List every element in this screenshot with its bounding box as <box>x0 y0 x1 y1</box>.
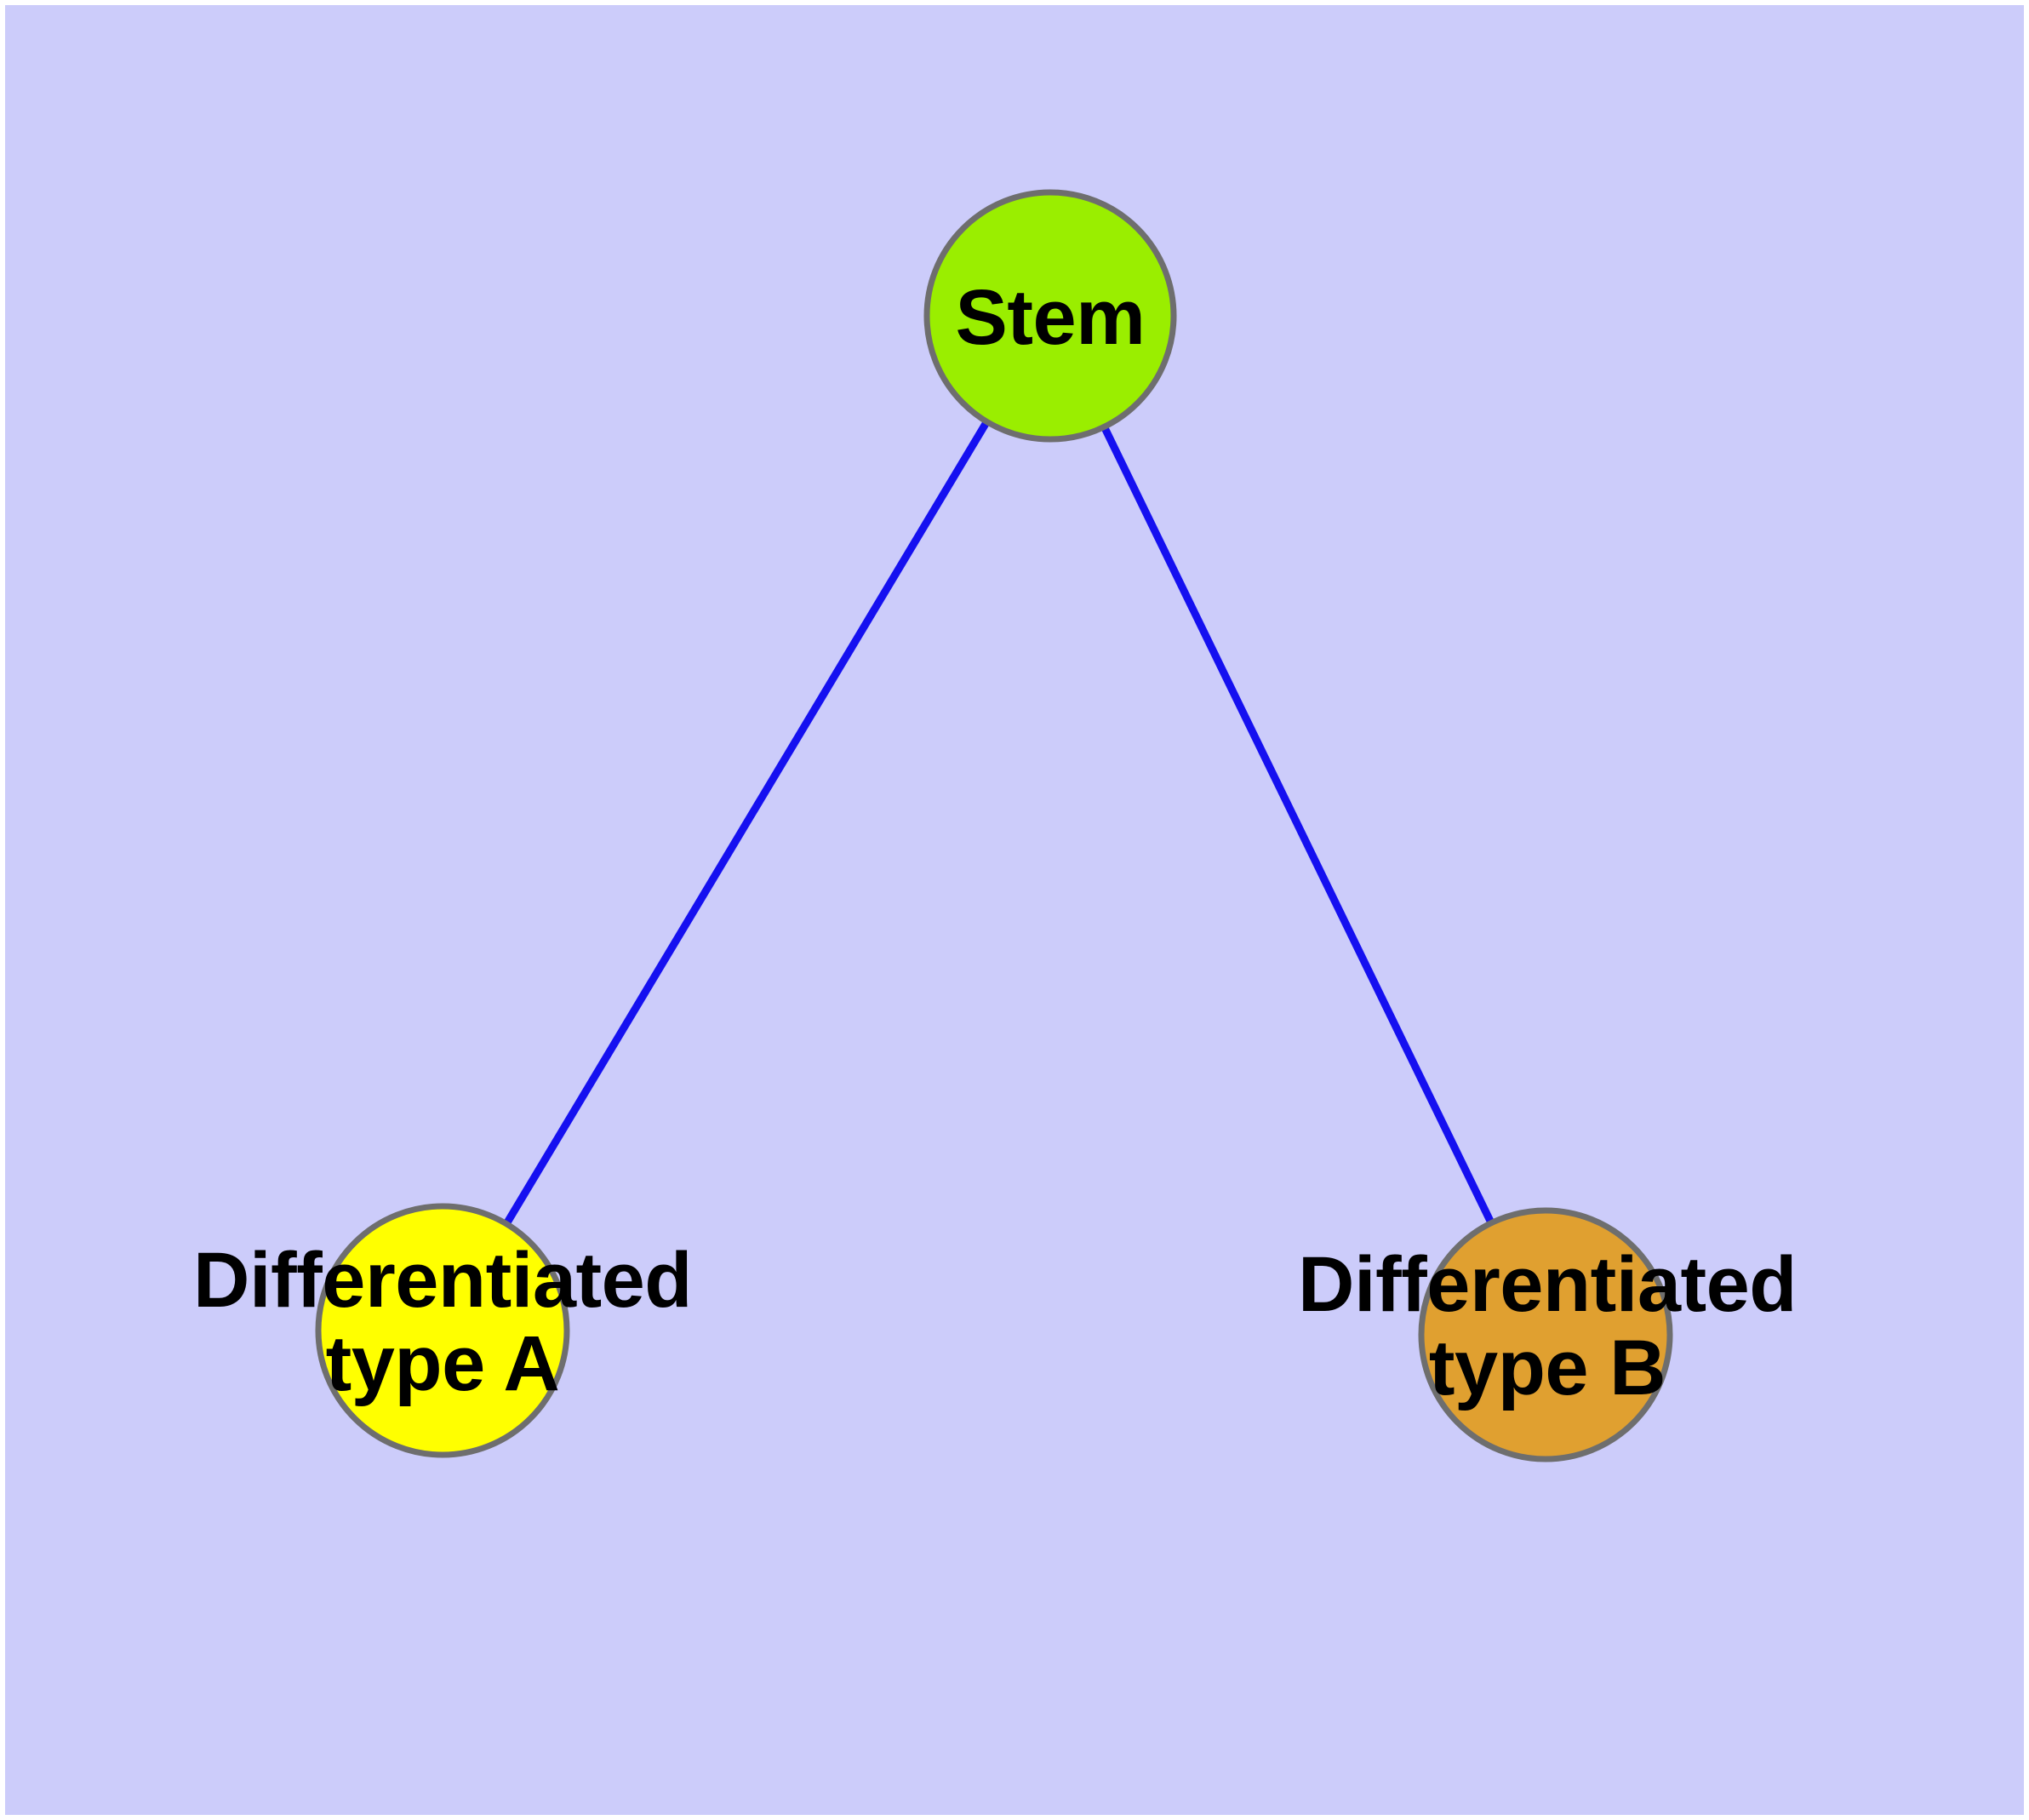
edge-stem-diff-b-line[interactable] <box>1101 426 1495 1223</box>
edge-layer <box>504 421 1495 1225</box>
node-differentiated-type-a[interactable] <box>315 1203 570 1458</box>
edge-stem-diff-a-line[interactable] <box>504 421 990 1225</box>
node-stem[interactable] <box>923 189 1177 443</box>
node-differentiated-type-b[interactable] <box>1418 1207 1673 1462</box>
node-layer <box>315 189 1673 1462</box>
